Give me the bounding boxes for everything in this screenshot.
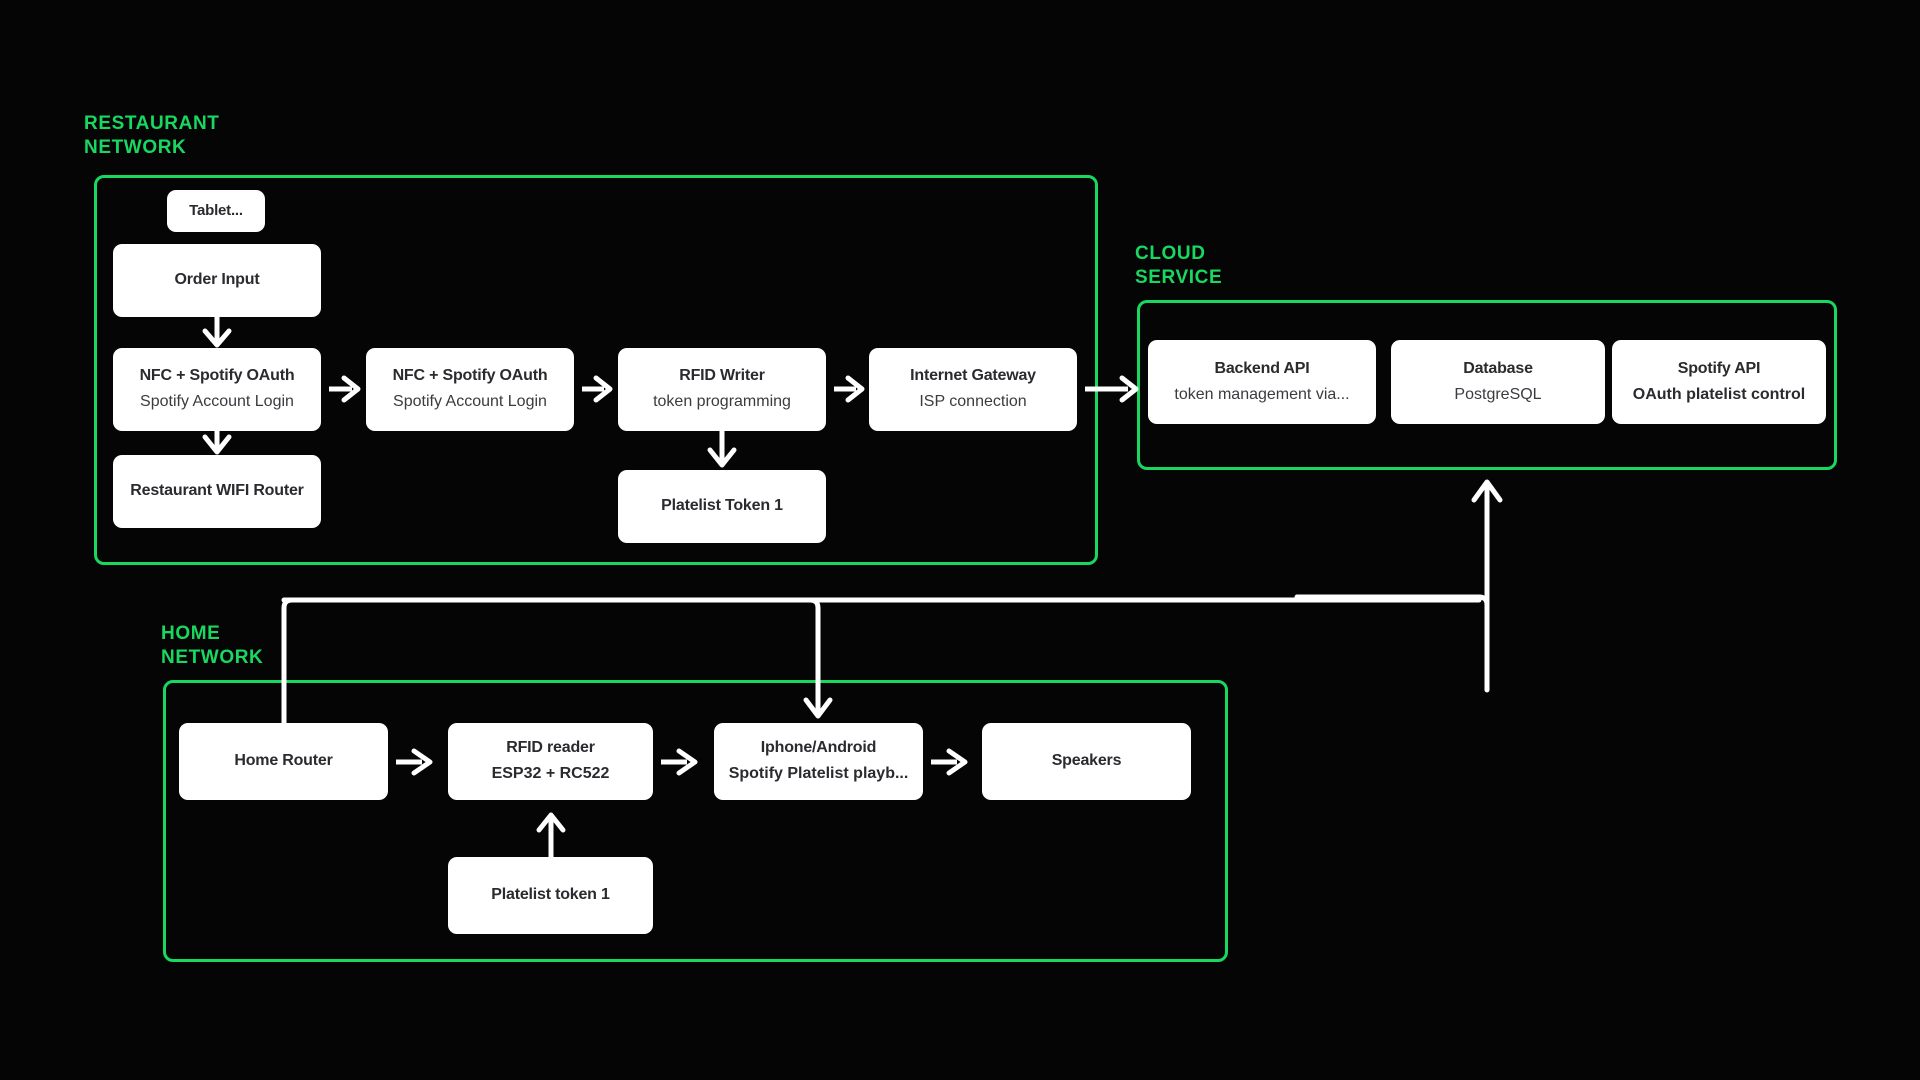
node-phone-title: Iphone/Android <box>760 739 877 757</box>
node-speakers-title: Speakers <box>1051 752 1122 770</box>
node-nfc-oauth-2-title: NFC + Spotify OAuth <box>392 367 548 385</box>
node-rfid-writer[interactable]: RFID Writer token programming <box>618 348 826 431</box>
node-nfc-oauth-1-sub: Spotify Account Login <box>140 393 294 411</box>
node-tablet-title: Tablet... <box>189 202 243 220</box>
node-nfc-oauth-2[interactable]: NFC + Spotify OAuth Spotify Account Logi… <box>366 348 574 431</box>
connector-home-bus-to-cloud <box>1294 594 1490 693</box>
group-label-home: HOME NETWORK <box>161 623 264 668</box>
node-database-title: Database <box>1463 359 1533 377</box>
node-platelist-token-home[interactable]: Platelist token 1 <box>448 857 653 934</box>
node-order-input-title: Order Input <box>174 271 260 289</box>
node-rfid-reader-sub: ESP32 + RC522 <box>491 765 610 783</box>
node-rfid-reader[interactable]: RFID reader ESP32 + RC522 <box>448 723 653 800</box>
node-rfid-writer-title: RFID Writer <box>679 367 765 385</box>
node-database[interactable]: Database PostgreSQL <box>1391 340 1605 424</box>
group-label-restaurant: RESTAURANT NETWORK <box>84 113 220 158</box>
node-spotify-api[interactable]: Spotify API OAuth platelist control <box>1612 340 1826 424</box>
node-restaurant-wifi-router-title: Restaurant WIFI Router <box>130 482 304 500</box>
arrowhead-into-cloud <box>1471 479 1503 608</box>
node-phone[interactable]: Iphone/Android Spotify Platelist playb..… <box>714 723 923 800</box>
node-speakers[interactable]: Speakers <box>982 723 1191 800</box>
node-home-router-title: Home Router <box>234 752 333 770</box>
node-platelist-token-1[interactable]: Platelist Token 1 <box>618 470 826 543</box>
group-restaurant-network <box>94 175 1098 565</box>
node-backend-api-sub: token management via... <box>1174 385 1350 403</box>
node-rfid-writer-sub: token programming <box>653 393 791 411</box>
node-platelist-token-1-title: Platelist Token 1 <box>661 497 783 515</box>
group-cloud-service <box>1137 300 1837 470</box>
node-restaurant-wifi-router[interactable]: Restaurant WIFI Router <box>113 455 321 528</box>
node-nfc-oauth-1-title: NFC + Spotify OAuth <box>139 367 295 385</box>
node-home-router[interactable]: Home Router <box>179 723 388 800</box>
node-rfid-reader-title: RFID reader <box>506 739 595 757</box>
node-spotify-api-sub: OAuth platelist control <box>1632 385 1806 403</box>
node-internet-gateway-sub: ISP connection <box>919 393 1027 411</box>
node-platelist-token-home-title: Platelist token 1 <box>491 886 610 904</box>
node-order-input[interactable]: Order Input <box>113 244 321 317</box>
node-backend-api[interactable]: Backend API token management via... <box>1148 340 1376 424</box>
node-internet-gateway[interactable]: Internet Gateway ISP connection <box>869 348 1077 431</box>
node-database-sub: PostgreSQL <box>1454 385 1542 403</box>
node-internet-gateway-title: Internet Gateway <box>910 367 1036 385</box>
node-nfc-oauth-1[interactable]: NFC + Spotify OAuth Spotify Account Logi… <box>113 348 321 431</box>
node-spotify-api-title: Spotify API <box>1677 359 1761 377</box>
node-backend-api-title: Backend API <box>1214 359 1310 377</box>
node-tablet[interactable]: Tablet... <box>167 190 265 232</box>
group-label-cloud: CLOUD SERVICE <box>1135 243 1223 288</box>
node-phone-sub: Spotify Platelist playb... <box>728 765 909 783</box>
group-home-network <box>163 680 1228 962</box>
node-nfc-oauth-2-sub: Spotify Account Login <box>393 393 547 411</box>
